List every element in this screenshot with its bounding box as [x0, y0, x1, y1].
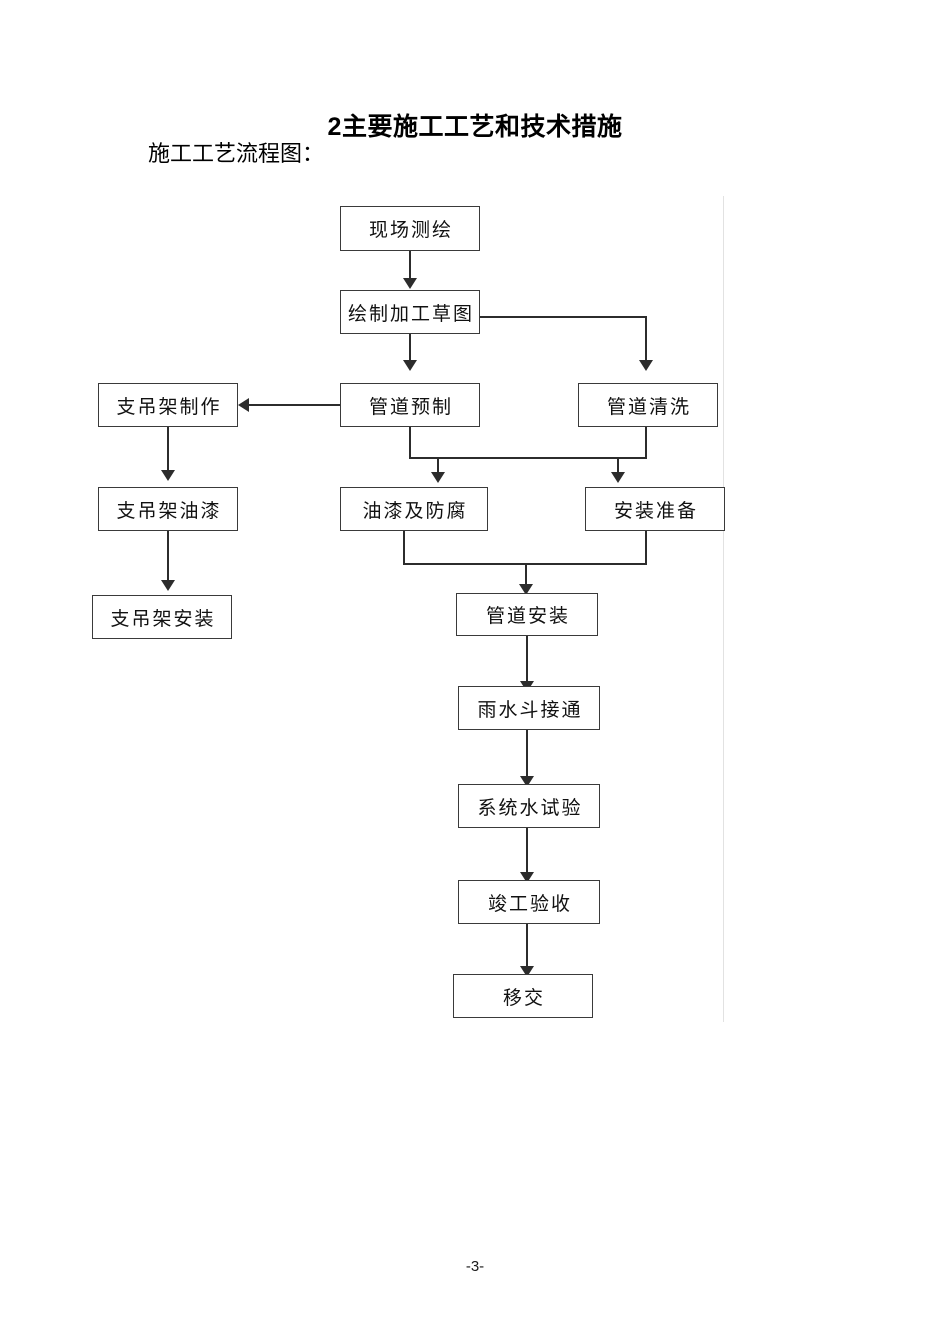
connector-bus-prefab-cleaning: [409, 457, 647, 459]
connector-bus-to-install-preparation: [617, 457, 619, 475]
connector-prefab-down-to-bus: [409, 427, 411, 458]
flow-node-hanger-installation[interactable]: 支吊架安装: [92, 595, 232, 639]
flow-node-paint-anticorrosion[interactable]: 油漆及防腐: [340, 487, 488, 531]
connector-completion-check-to-handover: [526, 924, 528, 972]
connector-survey-to-sketch: [409, 251, 411, 282]
arrowhead-sketch-to-cleaning: [639, 360, 653, 371]
connector-water-test-to-completion-check: [526, 828, 528, 878]
arrowhead-bus-to-install-preparation: [611, 472, 625, 483]
page-title: 2主要施工工艺和技术措施: [0, 112, 950, 143]
connector-hanger-painting-to-installation: [167, 531, 169, 583]
arrowhead-hanger-painting-to-installation: [161, 580, 175, 591]
connector-sketch-to-prefab: [409, 334, 411, 364]
connector-bus-to-pipe-installation: [525, 563, 527, 587]
arrowhead-water-test-to-completion-check: [520, 872, 534, 883]
flow-node-install-preparation[interactable]: 安装准备: [585, 487, 725, 531]
flow-node-hanger-painting[interactable]: 支吊架油漆: [98, 487, 238, 531]
flow-node-system-water-test[interactable]: 系统水试验: [458, 784, 600, 828]
flow-node-pipe-installation[interactable]: 管道安装: [456, 593, 598, 636]
connector-prefab-to-hanger-fabrication: [248, 404, 340, 406]
connector-install-preparation-down-to-bus: [645, 531, 647, 564]
flow-node-completion-check[interactable]: 竣工验收: [458, 880, 600, 924]
arrowhead-prefab-to-hanger-fabrication: [238, 398, 249, 412]
section-subtitle: 施工工艺流程图：: [148, 141, 325, 166]
arrowhead-sketch-to-prefab: [403, 360, 417, 371]
arrowhead-bus-to-paint-anticorrosion: [431, 472, 445, 483]
scan-artifact-line: [723, 196, 724, 1022]
flow-node-pipe-prefab[interactable]: 管道预制: [340, 383, 480, 427]
flow-node-handover[interactable]: 移交: [453, 974, 593, 1018]
arrowhead-survey-to-sketch: [403, 278, 417, 289]
connector-hanger-fabrication-to-painting: [167, 427, 169, 473]
flow-node-draw-shop-sketch[interactable]: 绘制加工草图: [340, 290, 480, 334]
arrowhead-rain-gutter-to-water-test: [520, 776, 534, 787]
connector-cleaning-down-to-bus: [645, 427, 647, 458]
connector-bus-to-paint-anticorrosion: [437, 457, 439, 475]
flow-node-site-survey[interactable]: 现场测绘: [340, 206, 480, 251]
connector-rain-gutter-to-water-test: [526, 730, 528, 780]
arrowhead-bus-to-pipe-installation: [519, 584, 533, 595]
connector-paint-anticorrosion-down-to-bus: [403, 531, 405, 564]
connector-pipe-installation-to-rain-gutter: [526, 636, 528, 686]
flow-node-pipe-cleaning[interactable]: 管道清洗: [578, 383, 718, 427]
arrowhead-completion-check-to-handover: [520, 966, 534, 977]
page-number: -3-: [465, 1258, 485, 1275]
arrowhead-hanger-fabrication-to-painting: [161, 470, 175, 481]
connector-sketch-to-cleaning-horizontal: [480, 316, 646, 318]
connector-sketch-to-cleaning-vertical: [645, 316, 647, 364]
flow-node-rain-gutter-connect[interactable]: 雨水斗接通: [458, 686, 600, 730]
flow-node-hanger-fabrication[interactable]: 支吊架制作: [98, 383, 238, 427]
heading-number: 2: [327, 112, 342, 141]
heading-text: 主要施工工艺和技术措施: [341, 113, 623, 141]
